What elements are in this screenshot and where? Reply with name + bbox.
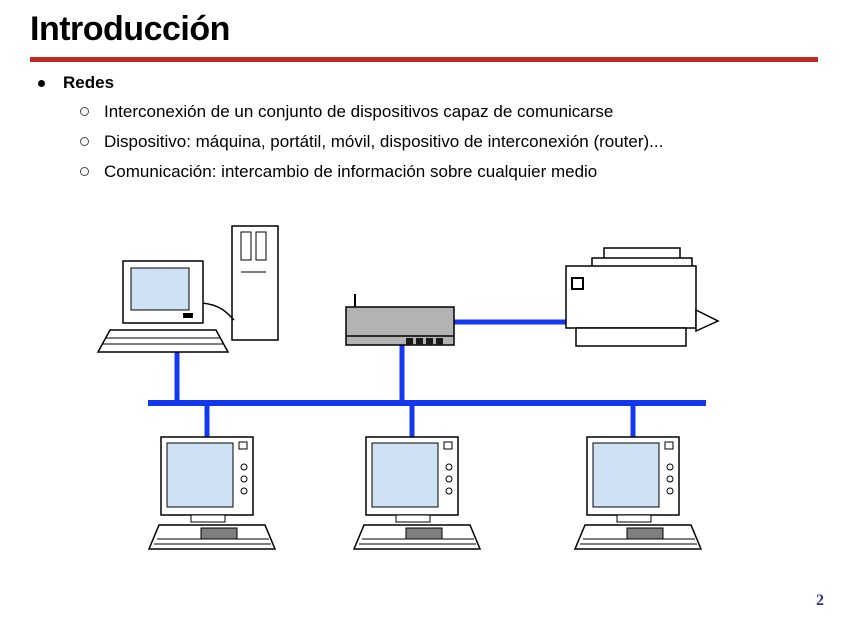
network-links bbox=[148, 319, 706, 440]
sub-bullet-2-text: Dispositivo: máquina, portátil, móvil, d… bbox=[104, 132, 664, 151]
bullet-list: Redes Interconexión de un conjunto de di… bbox=[36, 73, 808, 183]
slide-title: Introducción bbox=[30, 10, 230, 48]
bullet-dot-icon bbox=[38, 79, 45, 87]
sub-bullet-1-text: Interconexión de un conjunto de disposit… bbox=[104, 102, 614, 121]
sub-bullet-2: Dispositivo: máquina, portátil, móvil, d… bbox=[80, 131, 808, 153]
workstation-2-icon bbox=[353, 436, 481, 550]
bullet-heading: Redes bbox=[63, 73, 115, 92]
bullet-circle-icon bbox=[80, 137, 89, 146]
sub-bullet-3: Comunicación: intercambio de información… bbox=[80, 161, 808, 183]
desktop-computer-icon bbox=[96, 225, 279, 353]
sub-bullet-1: Interconexión de un conjunto de disposit… bbox=[80, 101, 808, 123]
bullet-heading-row: Redes bbox=[36, 73, 808, 93]
bullet-circle-icon bbox=[80, 107, 89, 116]
page-number: 2 bbox=[816, 592, 824, 609]
sub-bullet-3-text: Comunicación: intercambio de información… bbox=[104, 162, 598, 181]
workstation-3-icon bbox=[574, 436, 702, 550]
title-rule bbox=[30, 57, 818, 62]
workstation-1-icon bbox=[148, 436, 276, 550]
printer-icon bbox=[565, 247, 720, 347]
router-icon bbox=[345, 294, 455, 346]
bullet-circle-icon bbox=[80, 167, 89, 176]
